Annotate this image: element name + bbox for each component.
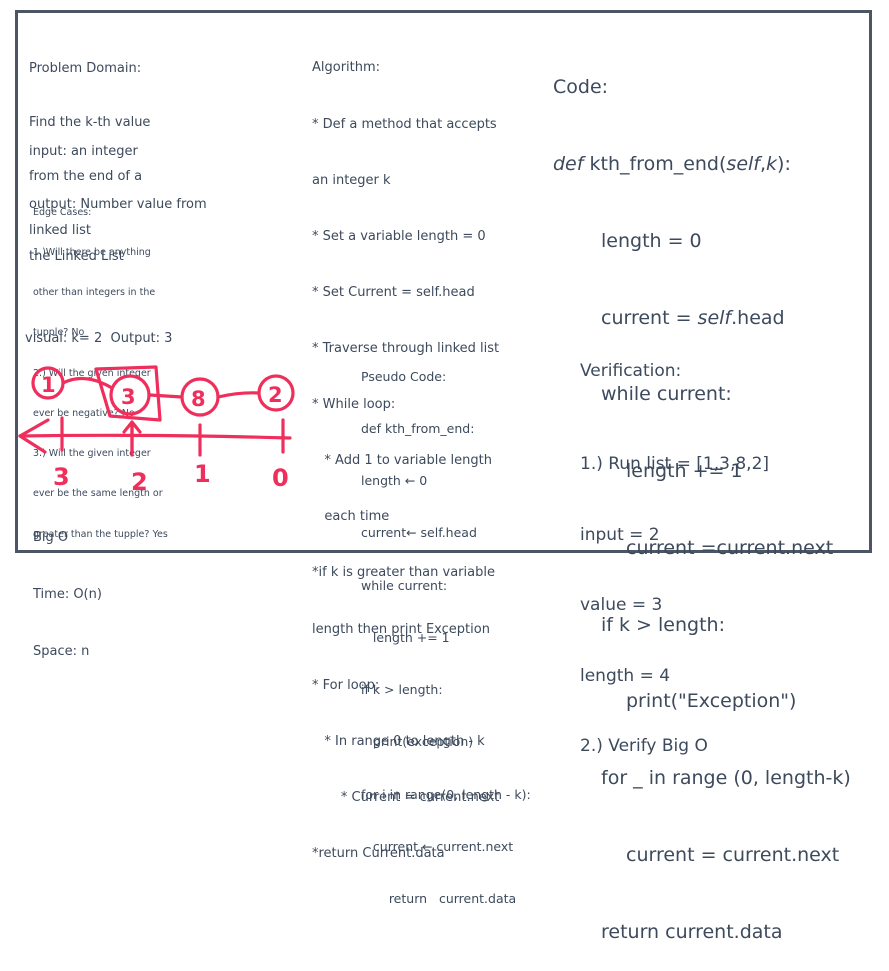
algorithm-step: * Set a variable length = 0: [312, 228, 486, 244]
verification-line: length = 4: [580, 665, 671, 686]
verification-line: input = 2: [580, 524, 660, 545]
pseudo-code-line: return current.data: [361, 891, 517, 906]
big-o-time: Time: O(n): [33, 587, 102, 602]
pseudo-code-heading: Pseudo Code:: [361, 368, 447, 384]
problem-domain-line: from the end of a: [29, 169, 143, 184]
algorithm-step: each time: [312, 509, 390, 525]
code-heading: Code:: [553, 76, 609, 99]
algorithm-step: * Set Current = self.head: [312, 284, 475, 300]
pseudo-code-line: for i in range(0, length - k):: [361, 786, 531, 802]
verification: 1.) Run list = [1,3,8,2] input = 2 value…: [580, 406, 769, 782]
verification-line: 2.) Verify Big O: [580, 736, 708, 756]
problem-domain-line: linked list: [29, 223, 92, 238]
whiteboard-frame: [15, 10, 872, 553]
code-self-ref: self: [697, 306, 732, 329]
algorithm-step: * Traverse through linked list: [312, 340, 500, 356]
code-line: current =current.next: [626, 536, 834, 559]
edge-case-line: tupple? No: [33, 327, 85, 339]
code-param-comma: ,: [759, 152, 767, 175]
big-o-space: Space: n: [33, 644, 90, 659]
pseudo-code-line: length += 1: [361, 629, 450, 645]
verification-line: value = 3: [580, 595, 663, 615]
edge-case-line: other than integers in the: [33, 287, 156, 299]
output-line: the Linked List: [29, 249, 124, 264]
problem-domain-line: Find the k-th value: [29, 115, 151, 130]
code-line: current = self.head: [553, 306, 851, 332]
edge-case-line: 2.) Will the given integer: [33, 367, 151, 379]
pseudo-code-line: while current:: [361, 577, 448, 593]
algorithm-step: * Add 1 to variable length: [312, 453, 492, 469]
code-def-keyword: def: [553, 152, 584, 175]
pseudo-code: Pseudo Code: def kth_from_end: length ← …: [361, 333, 531, 925]
pseudo-code-line: length ← 0: [361, 473, 428, 489]
edge-case-line: ever be the same length or: [33, 488, 163, 500]
code-line: while current:: [601, 383, 732, 406]
visual-label: visual: k= 2 Output: 3: [25, 331, 173, 346]
code-k-param: k: [766, 152, 778, 175]
pseudo-code-line: def kth_from_end:: [361, 421, 475, 437]
big-o: Big O Time: O(n) Space: n: [33, 490, 102, 680]
algorithm-heading: Algorithm:: [312, 60, 381, 76]
output-line: output: Number value from: [29, 196, 207, 212]
algorithm-step: * While loop:: [312, 397, 396, 413]
edge-cases-heading: Edge Cases:: [33, 206, 92, 218]
code-line: current = current.next: [626, 844, 840, 866]
code-def-line: def kth_from_end(self,k):: [553, 152, 851, 178]
big-o-heading: Big O: [33, 530, 69, 545]
pseudo-code-line: if k > length:: [361, 682, 443, 698]
pseudo-code-line: current ← current.next: [361, 838, 514, 854]
edge-case-line: 3.) Will the given integer: [33, 448, 151, 460]
input-line: input: an integer: [29, 144, 138, 159]
edge-case-line: 1.)Will there be anything: [33, 247, 151, 259]
code-line: length += 1: [626, 460, 743, 483]
code-def-name: kth_from_end(: [583, 152, 727, 175]
code-self-param: self: [726, 152, 760, 175]
code-head-attr: .head: [731, 306, 785, 329]
pseudo-code-line: current← self.head: [361, 525, 477, 541]
verification-line: 1.) Run list = [1,3,8,2]: [580, 454, 770, 474]
algorithm-step: an integer k: [312, 172, 391, 188]
edge-case-line: greater than the tupple? Yes: [33, 528, 168, 540]
input-output: input: an integer output: Number value f…: [29, 108, 207, 283]
code-current-assign: current =: [601, 306, 698, 329]
problem-domain: Problem Domain: Find the k-th value from…: [29, 24, 150, 258]
verification-heading: Verification:: [580, 361, 682, 381]
code-line: return current.data: [601, 920, 783, 943]
edge-case-line: ever be negative? No: [33, 407, 135, 419]
code-def-end: ):: [777, 152, 791, 175]
code-line: length = 0: [601, 229, 702, 252]
problem-domain-heading: Problem Domain:: [29, 61, 142, 76]
algorithm-step: * Def a method that accepts: [312, 116, 497, 132]
pseudo-code-line: print(exception): [361, 734, 474, 750]
